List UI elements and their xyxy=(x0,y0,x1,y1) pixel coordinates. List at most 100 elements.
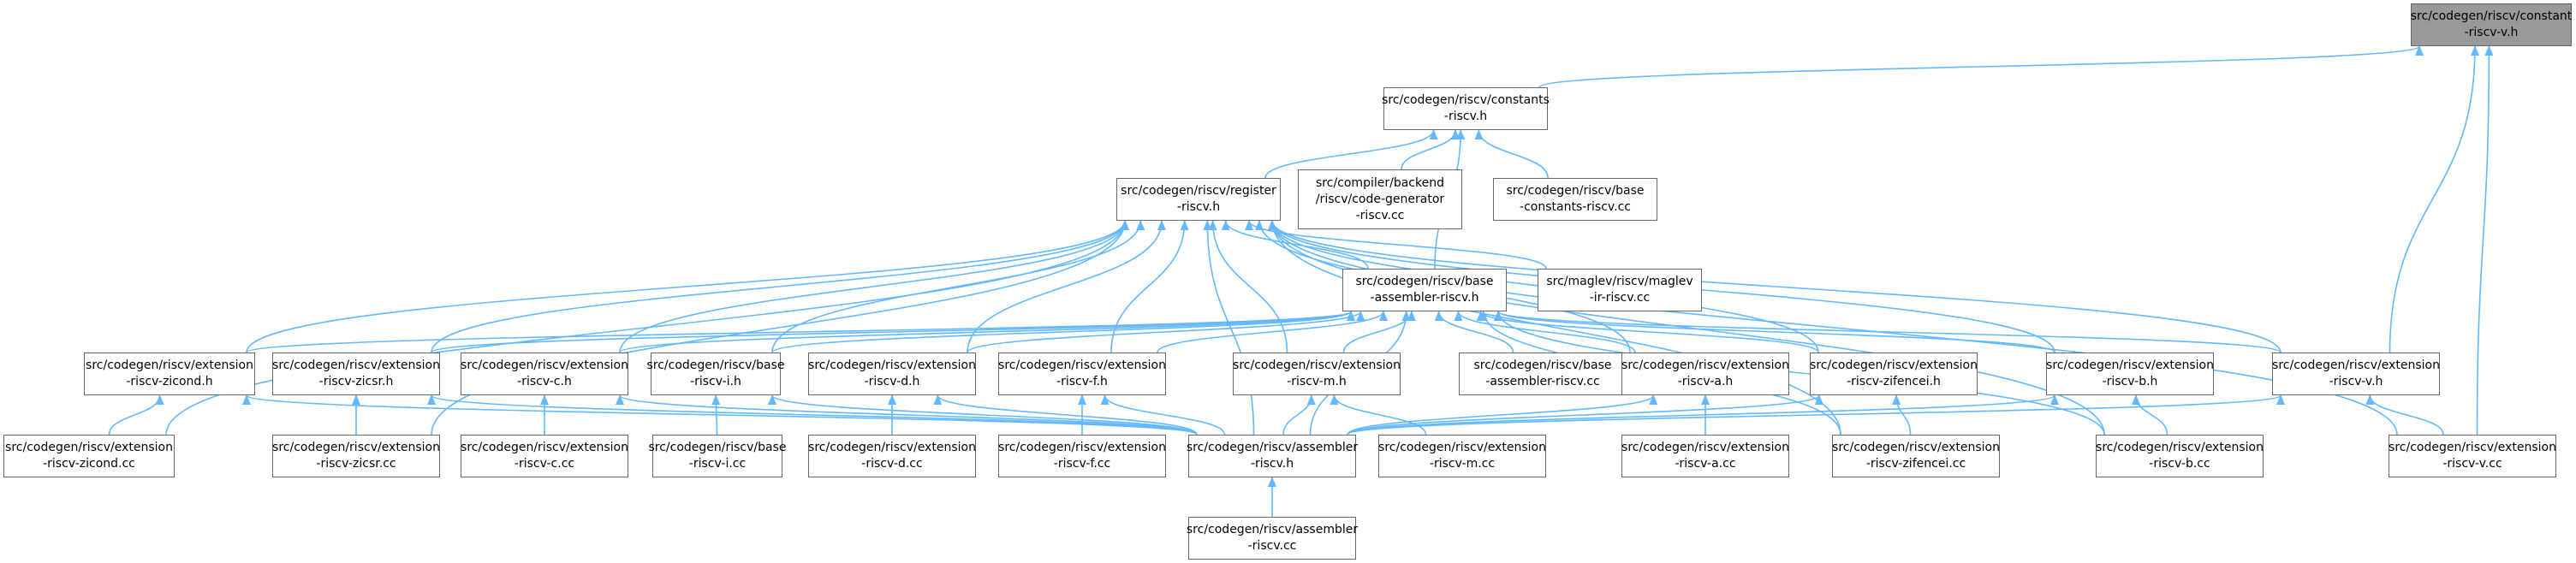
node-label-line: src/codegen/riscv/assembler xyxy=(1186,441,1359,454)
node-label-line: -riscv-v.h xyxy=(2464,26,2519,39)
edge-n2-to-n1 xyxy=(1264,129,1438,179)
node-src-codegen-riscv-extension-riscv-f-h[interactable]: src/codegen/riscv/extension-riscv-f.h xyxy=(998,353,1166,395)
node-label-line: src/codegen/riscv/base xyxy=(1355,275,1494,288)
node-label-line: src/codegen/riscv/extension xyxy=(808,441,976,454)
edge-n6-to-n2 xyxy=(1245,220,1547,270)
node-label-line: /riscv/code-generator xyxy=(1315,192,1445,206)
node-src-codegen-riscv-assembler-riscv-cc[interactable]: src/codegen/riscv/assembler-riscv.cc xyxy=(1187,517,1358,560)
node-label-line: -riscv-a.h xyxy=(1677,375,1734,388)
edge-n30-to-n0 xyxy=(2476,45,2494,436)
node-label-line: src/codegen/riscv/extension xyxy=(1832,441,2000,454)
edge-n15-to-n5 xyxy=(1454,311,1636,353)
node-label-line: src/codegen/riscv/constants xyxy=(1382,93,1550,107)
node-label-line: -riscv-zicond.h xyxy=(126,375,213,388)
edge-n25-to-n10 xyxy=(768,394,1198,436)
edge-n25-to-n16 xyxy=(1347,394,1823,436)
node-label-line: src/codegen/riscv/extension xyxy=(2046,359,2214,372)
node-label-line: src/codegen/riscv/extension xyxy=(461,441,628,454)
node-src-codegen-riscv-base-assembler-riscv-h[interactable]: src/codegen/riscv/base-assembler-riscv.h xyxy=(1342,269,1507,311)
node-src-codegen-riscv-extension-riscv-zicsr-cc[interactable]: src/codegen/riscv/extension-riscv-zicsr.… xyxy=(272,435,440,477)
node-label-line: src/codegen/riscv/base xyxy=(646,359,785,372)
node-label-line: -riscv.cc xyxy=(1247,539,1297,553)
node-src-codegen-riscv-extension-riscv-zifencei-h[interactable]: src/codegen/riscv/extension-riscv-zifenc… xyxy=(1810,353,1978,395)
edge-n11-to-n2 xyxy=(967,220,1166,353)
node-label-line: src/codegen/riscv/base xyxy=(1473,359,1612,372)
node-src-codegen-riscv-extension-riscv-v-h[interactable]: src/codegen/riscv/extension-riscv-v.h xyxy=(2272,353,2440,395)
edge-n8-to-n2 xyxy=(431,220,1129,353)
node-label-line: -riscv.h xyxy=(1250,457,1294,471)
node-label-line: src/codegen/riscv/constant xyxy=(2410,9,2573,23)
edge-n25-to-n7 xyxy=(242,394,1198,436)
edge-n25-to-n12 xyxy=(1100,394,1226,436)
edge-n19-to-n2 xyxy=(165,220,1129,436)
edge-n25-to-n9 xyxy=(616,394,1198,436)
edge-n1-to-n0 xyxy=(1538,45,2424,88)
node-src-codegen-riscv-extension-riscv-a-h[interactable]: src/codegen/riscv/extension-riscv-a.h xyxy=(1621,353,1789,395)
node-src-codegen-riscv-extension-riscv-b-h[interactable]: src/codegen/riscv/extension -riscv-b.h xyxy=(2046,353,2214,395)
node-src-codegen-riscv-extension-riscv-d-cc[interactable]: src/codegen/riscv/extension-riscv-d.cc xyxy=(808,435,976,477)
node-src-maglev-riscv-maglev-ir-riscv-cc[interactable]: src/maglev/riscv/maglev-ir-riscv.cc xyxy=(1538,269,1702,311)
node-label-line: src/codegen/riscv/register xyxy=(1121,184,1276,198)
node-label-line: -riscv.cc xyxy=(1355,208,1405,222)
node-src-codegen-riscv-base-assembler-riscv-cc[interactable]: src/codegen/riscv/base -assembler-riscv.c… xyxy=(1459,353,1627,395)
node-src-compiler-backend-riscv-code-generator-riscv-cc[interactable]: src/compiler/backend/riscv/code-generato… xyxy=(1298,169,1462,229)
node-label-line: -riscv-zifencei.h xyxy=(1847,375,1941,388)
node-label-line: src/codegen/riscv/extension xyxy=(461,359,628,372)
edge-n18-to-n0 xyxy=(2389,45,2479,353)
node-label-line: -riscv-b.h xyxy=(2102,375,2158,388)
node-src-codegen-riscv-extension-riscv-f-cc[interactable]: src/codegen/riscv/extension-riscv-f.cc xyxy=(998,435,1166,477)
edge-n25-to-n13 xyxy=(1282,394,1316,436)
edge-n26-to-n13 xyxy=(1330,394,1427,436)
edge-n10-to-n5 xyxy=(771,311,1355,353)
node-src-codegen-riscv-extension-riscv-zicsr-h[interactable]: src/codegen/riscv/extension-riscv-zicsr.… xyxy=(272,353,440,395)
node-label-line: src/codegen/riscv/extension xyxy=(808,359,976,372)
node-label-line: -riscv.h xyxy=(1443,110,1488,123)
node-src-codegen-riscv-extension-riscv-m-cc[interactable]: src/codegen/riscv/extension-riscv-m.cc xyxy=(1378,435,1546,477)
edge-n3-to-n1 xyxy=(1401,129,1460,170)
edge-n19-to-n7 xyxy=(108,394,164,436)
node-label-line: -riscv-i.cc xyxy=(688,457,747,471)
node-label-line: -riscv-v.cc xyxy=(2442,457,2502,471)
edge-n4-to-n1 xyxy=(1474,129,1549,179)
edge-n18-to-n2 xyxy=(1268,220,2282,353)
node-src-codegen-riscv-extension-riscv-zicond-cc[interactable]: src/codegen/riscv/extension-riscv-zicond… xyxy=(3,435,175,477)
node-label-line: -riscv-m.cc xyxy=(1429,457,1496,471)
node-label-line: -riscv-zicond.cc xyxy=(43,457,135,471)
node-src-codegen-riscv-extension-riscv-zicond-h[interactable]: src/codegen/riscv/extension -riscv-zicond… xyxy=(84,353,255,395)
node-src-codegen-riscv-extension-riscv-v-cc[interactable]: src/codegen/riscv/extension-riscv-v.cc xyxy=(2389,435,2556,477)
node-src-codegen-riscv-constant-riscv-v-h[interactable]: src/codegen/riscv/constant -riscv-v.h xyxy=(2411,3,2572,46)
node-src-codegen-riscv-base-riscv-i-h[interactable]: src/codegen/riscv/base-riscv-i.h xyxy=(646,353,785,395)
node-src-codegen-riscv-extension-riscv-b-cc[interactable]: src/codegen/riscv/extension-riscv-b.cc xyxy=(2096,435,2264,477)
edge-n25-to-n8 xyxy=(427,394,1198,436)
node-label-line: -riscv-zicsr.h xyxy=(318,375,394,388)
node-src-codegen-riscv-extension-riscv-c-cc[interactable]: src/codegen/riscv/extension-riscv-c.cc xyxy=(461,435,628,477)
node-src-codegen-riscv-extension-riscv-d-h[interactable]: src/codegen/riscv/extension-riscv-d.h xyxy=(808,353,976,395)
node-src-codegen-riscv-extension-riscv-c-h[interactable]: src/codegen/riscv/extension-riscv-c.h xyxy=(461,353,628,395)
node-label-line: src/codegen/riscv/base xyxy=(648,441,787,454)
node-src-codegen-riscv-extension-riscv-m-h[interactable]: src/codegen/riscv/extension-riscv-m.h xyxy=(1233,353,1401,395)
node-label-line: src/codegen/riscv/extension xyxy=(86,359,253,372)
node-label-line: src/codegen/riscv/extension xyxy=(272,441,440,454)
node-src-codegen-riscv-constants-riscv-h[interactable]: src/codegen/riscv/constants -riscv.h xyxy=(1382,87,1550,130)
node-label-line: src/codegen/riscv/base xyxy=(1506,184,1645,198)
edge-n9-to-n5 xyxy=(619,311,1355,353)
edge-n30-to-n18 xyxy=(2365,394,2444,436)
node-src-codegen-riscv-extension-riscv-a-cc[interactable]: src/codegen/riscv/extension-riscv-a.cc xyxy=(1621,435,1789,477)
edge-n29-to-n2 xyxy=(1268,220,2105,436)
edge-n7-to-n2 xyxy=(246,220,1129,353)
node-label-line: -assembler-riscv.cc xyxy=(1485,375,1600,388)
node-src-codegen-riscv-extension-riscv-zifencei-cc[interactable]: src/codegen/riscv/extension-riscv-zifenc… xyxy=(1832,435,2000,477)
node-label-line: -riscv.h xyxy=(1176,200,1221,214)
node-src-codegen-riscv-base-riscv-i-cc[interactable]: src/codegen/riscv/base -riscv-i.cc xyxy=(648,435,787,477)
node-label-line: src/codegen/riscv/extension xyxy=(998,359,1166,372)
edge-n25-to-n17 xyxy=(1347,394,2059,436)
edge-n18-to-n5 xyxy=(1494,311,2282,353)
edge-n22-to-n10 xyxy=(711,394,721,436)
edge-n12-to-n5 xyxy=(1157,311,1388,353)
node-src-codegen-riscv-register-riscv-h[interactable]: src/codegen/riscv/register -riscv.h xyxy=(1116,178,1281,221)
node-src-codegen-riscv-assembler-riscv-h[interactable]: src/codegen/riscv/assembler -riscv.h xyxy=(1186,435,1359,477)
node-src-codegen-riscv-base-constants-riscv-cc[interactable]: src/codegen/riscv/base-constants-riscv.c… xyxy=(1493,178,1657,221)
edge-n25-to-n18 xyxy=(1347,394,2285,436)
